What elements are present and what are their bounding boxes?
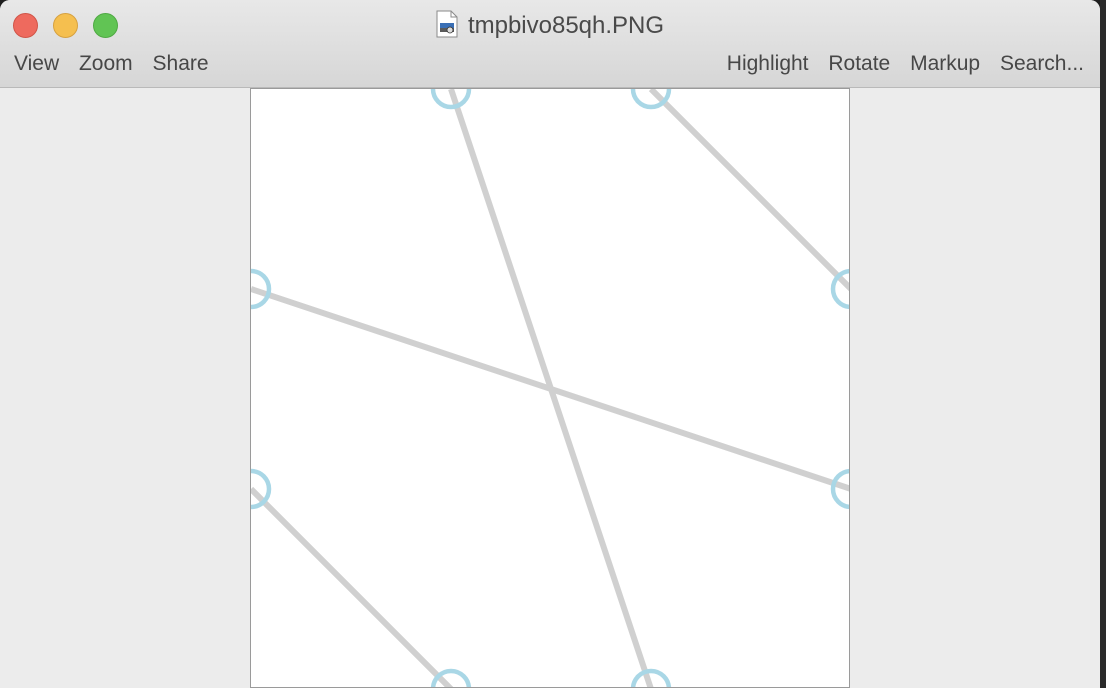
zoom-button[interactable] — [93, 13, 118, 38]
graph-image — [251, 89, 849, 687]
rotate-button[interactable]: Rotate — [828, 52, 891, 75]
graph-nodes — [251, 89, 849, 687]
highlight-button[interactable]: Highlight — [726, 52, 809, 75]
graph-edges — [251, 89, 849, 687]
document-view[interactable] — [0, 88, 1100, 688]
graph-node — [430, 89, 472, 110]
share-menu[interactable]: Share — [152, 52, 209, 75]
window-title: tmpbivo85qh.PNG — [467, 12, 665, 39]
view-menu[interactable]: View — [14, 52, 60, 75]
graph-node — [251, 268, 272, 310]
image-canvas — [250, 88, 850, 688]
desktop-background — [1100, 0, 1106, 688]
titlebar: tmpbivo85qh.PNG View Zoom Share Highligh… — [0, 0, 1100, 88]
close-button[interactable] — [13, 13, 38, 38]
graph-node — [251, 468, 272, 510]
search-field[interactable]: Search... — [999, 52, 1084, 75]
graph-edge — [251, 486, 454, 687]
graph-node — [430, 668, 472, 687]
graph-edge — [251, 286, 849, 492]
graph-node — [830, 468, 849, 510]
graph-edge — [648, 89, 849, 292]
minimize-button[interactable] — [53, 13, 78, 38]
graph-node — [630, 668, 672, 687]
markup-button[interactable]: Markup — [910, 52, 981, 75]
zoom-menu[interactable]: Zoom — [78, 52, 133, 75]
toolbar-right: Highlight Rotate Markup Search... — [713, 49, 1084, 79]
window-title-area: tmpbivo85qh.PNG — [0, 10, 1100, 42]
png-file-icon — [436, 10, 458, 38]
graph-node — [830, 268, 849, 310]
graph-node — [630, 89, 672, 110]
toolbar-left: View Zoom Share — [14, 49, 223, 79]
